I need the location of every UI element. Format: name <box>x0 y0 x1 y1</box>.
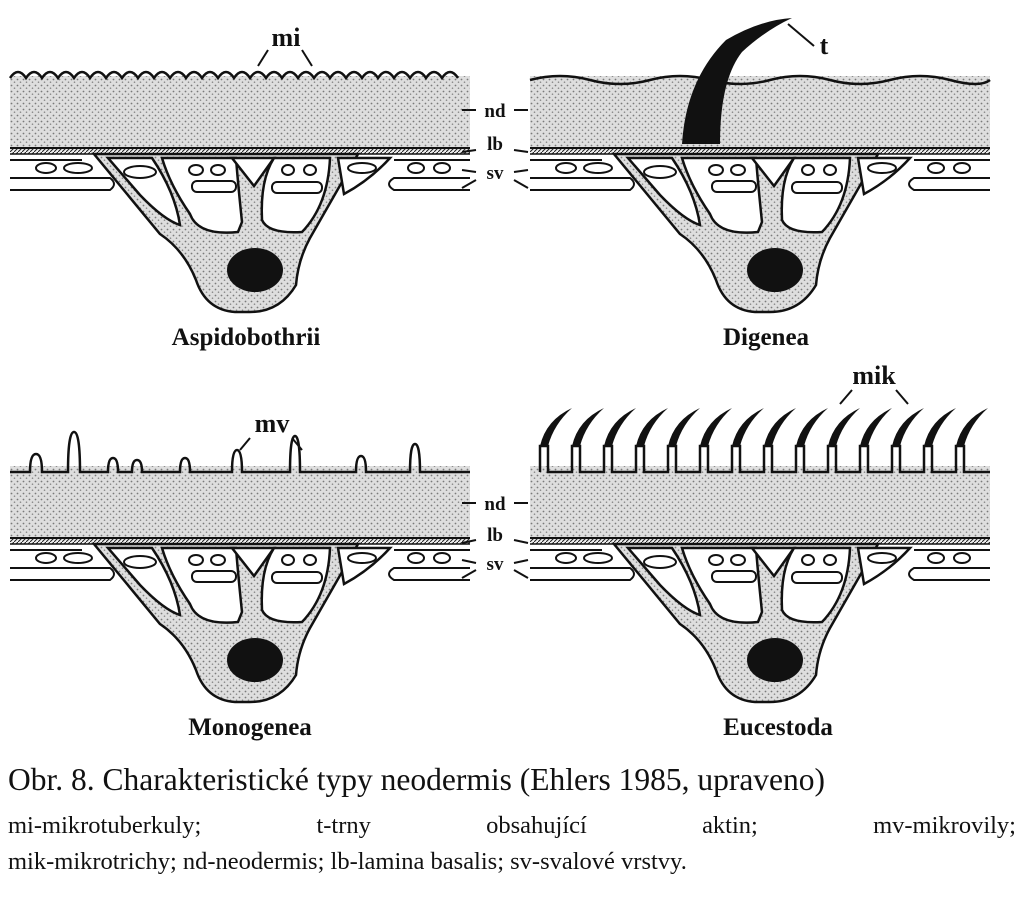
legend-mi: mi-mikrotuberkuly; <box>8 812 202 839</box>
microtriches-tips <box>540 408 988 446</box>
label-nd-bottom: nd <box>484 494 506 515</box>
figure-caption: Obr. 8. Charakteristické typy neodermis … <box>8 762 826 797</box>
caption-legend-line-2: mik-mikrotrichy; nd-neodermis; lb-lamina… <box>8 848 687 875</box>
legend-t-actin: aktin; <box>702 812 758 839</box>
panel-eucestoda: mik Eucestoda <box>528 361 992 741</box>
title-eucestoda: Eucestoda <box>723 714 833 741</box>
title-digenea: Digenea <box>723 324 810 351</box>
title-monogenea: Monogenea <box>188 714 312 741</box>
legend-t-contains: obsahující <box>486 812 587 839</box>
label-mi: mi <box>272 23 301 52</box>
layer-labels-bottom: nd lb sv <box>461 494 529 579</box>
label-t: t <box>820 31 829 60</box>
layer-labels-top: nd lb sv <box>461 101 529 189</box>
microtubercles <box>8 70 460 81</box>
label-sv-bottom: sv <box>487 554 504 575</box>
label-nd-top: nd <box>484 101 506 122</box>
label-sv-top: sv <box>487 163 504 184</box>
tegument-surface <box>529 74 991 86</box>
panel-digenea: t Digenea <box>528 18 992 351</box>
caption-legend-line-1: mi-mikrotuberkuly; t-trny obsahující akt… <box>0 812 1024 840</box>
neodermis-figure: mi Aspidobothrii t Digenea mv Monogenea <box>8 18 992 741</box>
label-lb-bottom: lb <box>487 525 503 546</box>
title-aspidobothrii: Aspidobothrii <box>172 324 321 351</box>
label-mik: mik <box>852 361 896 390</box>
microvilli <box>10 430 470 474</box>
label-lb-top: lb <box>487 134 503 155</box>
legend-mv: mv-mikrovily; <box>873 812 1016 839</box>
spine-t <box>682 18 792 144</box>
panel-aspidobothrii: mi Aspidobothrii <box>8 23 472 351</box>
label-mv: mv <box>255 409 290 438</box>
legend-t: t-trny <box>316 812 371 839</box>
panel-monogenea: mv Monogenea <box>8 409 472 741</box>
